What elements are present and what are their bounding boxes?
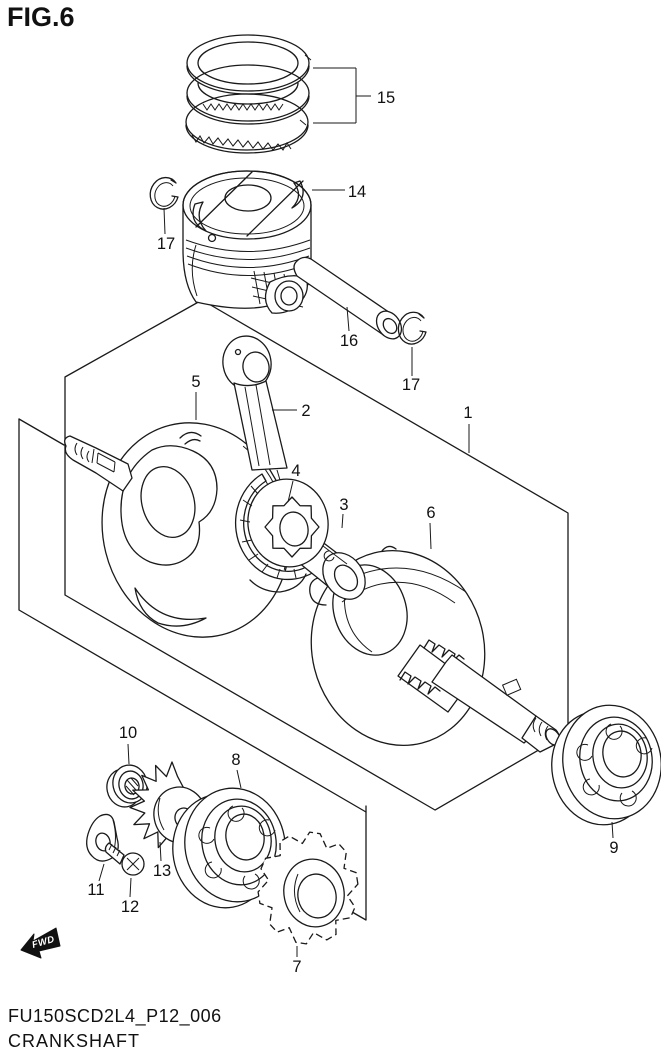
callout-labels: 1 2 3 4 5 6 7 8 9 10 11 12 13 14 15 16 1… xyxy=(87,89,618,976)
callout-9: 9 xyxy=(609,839,618,857)
callout-13: 13 xyxy=(153,862,171,880)
right-shaft xyxy=(398,640,563,752)
part-code: FU150SCD2L4_P12_006 xyxy=(8,1006,222,1026)
bracket-15 xyxy=(313,68,371,123)
callout-4: 4 xyxy=(291,462,300,480)
callout-5: 5 xyxy=(191,373,200,391)
callout-3: 3 xyxy=(339,496,348,514)
callout-16: 16 xyxy=(340,332,358,350)
circlip-right xyxy=(398,312,426,344)
piston-rings xyxy=(186,35,311,153)
piston-pin xyxy=(294,257,407,343)
callout-leaders xyxy=(99,68,613,957)
circlip-left xyxy=(150,178,178,210)
callout-11: 11 xyxy=(87,881,104,899)
callout-1: 1 xyxy=(463,404,472,422)
left-shaft xyxy=(65,436,132,491)
fwd-arrow: FWD xyxy=(21,928,60,958)
callout-8: 8 xyxy=(231,751,240,769)
callout-10: 10 xyxy=(119,724,137,742)
footer: FU150SCD2L4_P12_006 CRANKSHAFT xyxy=(8,1006,222,1050)
crank-web-left xyxy=(80,403,313,658)
cam-sprocket xyxy=(258,832,358,944)
figure-caption: CRANKSHAFT xyxy=(8,1031,141,1050)
callout-15: 15 xyxy=(377,89,395,107)
callout-17-right: 17 xyxy=(402,376,420,394)
screw xyxy=(105,843,144,875)
assembly-box xyxy=(65,300,568,810)
callout-6: 6 xyxy=(426,504,435,522)
callout-17-left: 17 xyxy=(157,235,175,253)
piston xyxy=(183,171,311,313)
callout-7: 7 xyxy=(292,958,301,976)
ball-bearing-right xyxy=(543,697,661,832)
callout-14: 14 xyxy=(348,183,366,201)
callout-12: 12 xyxy=(121,898,139,916)
figure-title: FIG.6 xyxy=(7,2,75,32)
callout-2: 2 xyxy=(301,402,310,420)
needle-bearing xyxy=(240,470,335,578)
ball-bearing-left xyxy=(164,780,294,916)
